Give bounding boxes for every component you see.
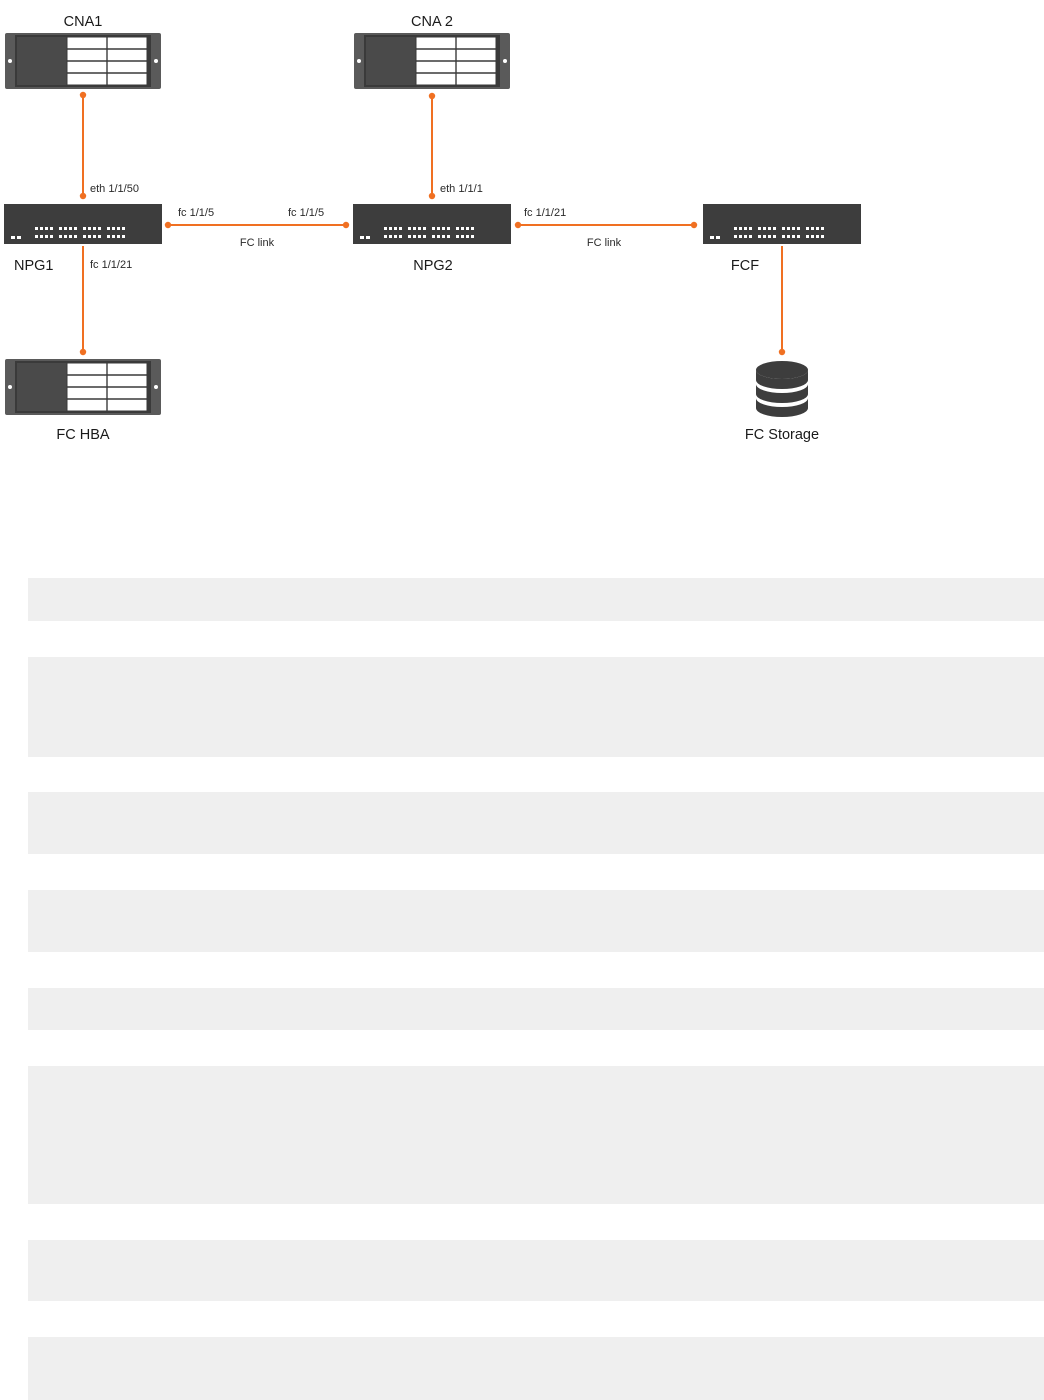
- port-label-npg2-fc-out: fc 1/1/21: [524, 207, 566, 219]
- empty-row: [28, 890, 1044, 952]
- empty-row: [28, 792, 1044, 854]
- port-label-npg1-fc-left: fc 1/1/5: [178, 207, 214, 219]
- cna2-server-icon: [353, 32, 511, 90]
- fc-hba-label: FC HBA: [56, 427, 110, 443]
- port-label-npg2-fc-right: fc 1/1/5: [288, 207, 324, 219]
- link-label-npg2-fcf: FC link: [587, 237, 622, 249]
- port-dot: [778, 348, 786, 356]
- empty-row: [28, 578, 1044, 621]
- empty-row: [28, 1240, 1044, 1301]
- port-dot: [79, 348, 87, 356]
- port-dot: [342, 221, 350, 229]
- npg1-label: NPG1: [14, 258, 54, 274]
- empty-row: [28, 1337, 1044, 1400]
- empty-row: [28, 657, 1044, 757]
- empty-row: [28, 988, 1044, 1030]
- fcf-label: FCF: [731, 258, 759, 274]
- fc-storage-label: FC Storage: [745, 427, 819, 443]
- network-topology-diagram: CNA1 CNA 2 NPG1 NPG2 FCF FC HBA FC Stora…: [4, 14, 861, 443]
- port-dot: [79, 192, 87, 200]
- npg1-switch-icon: [4, 204, 162, 244]
- port-label-npg1-eth: eth 1/1/50: [90, 183, 139, 195]
- port-label-npg1-fc-down: fc 1/1/21: [90, 259, 132, 271]
- empty-row: [28, 1066, 1044, 1204]
- fc-hba-server-icon: [4, 358, 162, 416]
- port-dot: [164, 221, 172, 229]
- cna1-server-icon: [4, 32, 162, 90]
- cna2-label: CNA 2: [411, 14, 453, 30]
- port-dot: [428, 192, 436, 200]
- link-label-npg1-npg2: FC link: [240, 237, 275, 249]
- cna1-label: CNA1: [64, 14, 103, 30]
- port-dot: [514, 221, 522, 229]
- npg2-switch-icon: [353, 204, 511, 244]
- fc-storage-icon: [756, 361, 808, 417]
- port-label-npg2-eth: eth 1/1/1: [440, 183, 483, 195]
- port-dot: [690, 221, 698, 229]
- npg2-label: NPG2: [413, 258, 453, 274]
- port-dot: [428, 92, 436, 100]
- fcf-switch-icon: [703, 204, 861, 244]
- port-dot: [79, 91, 87, 99]
